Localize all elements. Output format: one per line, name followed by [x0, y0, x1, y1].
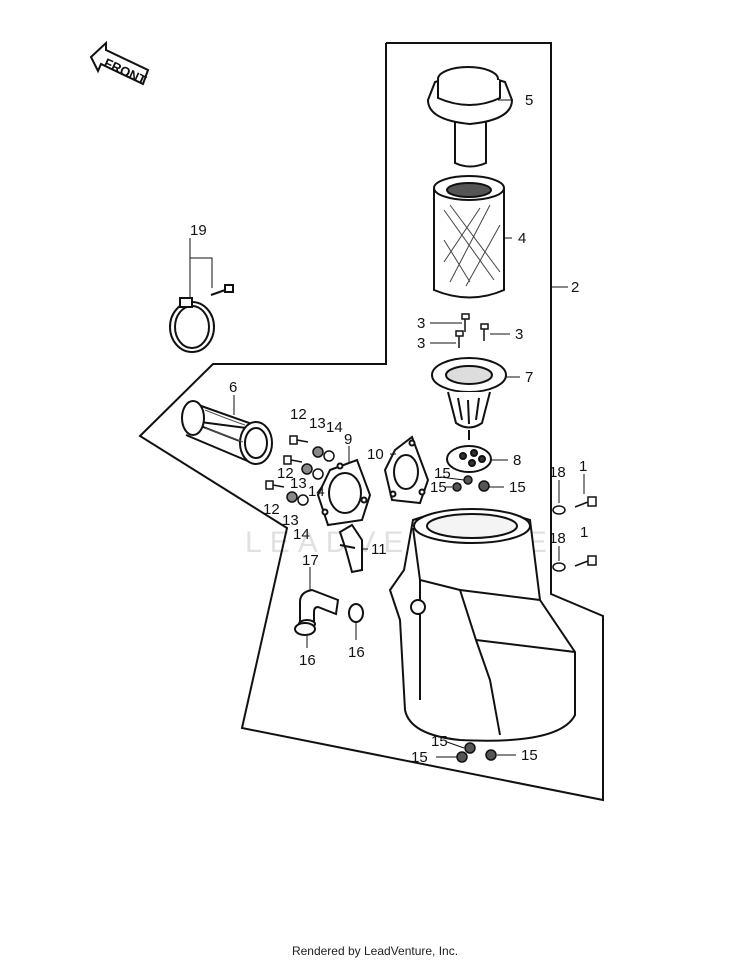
part-3-screws [455, 313, 489, 348]
air-cleaner-housing [388, 508, 576, 742]
callout-1: 1 [579, 458, 587, 475]
callout-3: 3 [515, 326, 523, 343]
callout-6: 6 [229, 379, 237, 396]
part-6-intake-duct [181, 400, 273, 465]
callout-labels: 5 4 2 3 3 3 7 8 10 9 6 15 15 15 12 13 14… [190, 92, 588, 766]
part-13-washers [286, 446, 324, 503]
part-18-washers [552, 505, 566, 572]
callout-15: 15 [509, 479, 526, 496]
callout-17: 17 [302, 552, 319, 569]
callout-15: 15 [411, 749, 428, 766]
part-1-bolts [574, 496, 597, 567]
callout-1: 1 [580, 524, 588, 541]
callout-8: 8 [513, 452, 521, 469]
part-8-plate [446, 445, 492, 473]
part-12-bolts [265, 435, 309, 490]
callout-12: 12 [263, 501, 280, 518]
callout-13: 13 [309, 415, 326, 432]
part-11-bracket [338, 523, 363, 574]
callout-4: 4 [518, 230, 526, 247]
callout-16: 16 [348, 644, 365, 661]
front-arrow-icon: FRONT [89, 40, 150, 88]
part-4-filter-element [433, 175, 505, 299]
callout-18: 18 [549, 464, 566, 481]
part-9-flange [316, 458, 372, 527]
callout-14: 14 [293, 526, 310, 543]
part-10-gasket [383, 435, 430, 505]
callout-12: 12 [290, 406, 307, 423]
part-15-nuts-lower [456, 742, 497, 763]
part-7-filter-base [431, 357, 507, 440]
callout-15: 15 [431, 733, 448, 750]
callout-9: 9 [344, 431, 352, 448]
callout-18: 18 [549, 530, 566, 547]
callout-19: 19 [190, 222, 207, 239]
assembly-boundary-line [138, 42, 604, 802]
footer-credit: Rendered by LeadVenture, Inc. [291, 944, 459, 958]
callout-10: 10 [367, 446, 384, 463]
callout-11: 11 [371, 541, 387, 558]
callout-3: 3 [417, 335, 425, 352]
callout-14: 14 [308, 483, 325, 500]
callout-7: 7 [525, 369, 533, 386]
leader-lines [189, 99, 585, 758]
callout-15: 15 [521, 747, 538, 764]
callout-2: 2 [571, 279, 579, 296]
callout-14: 14 [326, 419, 343, 436]
part-15-nuts-upper [452, 475, 490, 492]
callout-15: 15 [434, 465, 451, 482]
part-19-clamp [169, 284, 234, 353]
callout-13: 13 [282, 512, 299, 529]
part-16-clips [294, 603, 364, 636]
callout-3: 3 [417, 315, 425, 332]
part-14-washers [297, 450, 335, 506]
callout-13: 13 [290, 475, 307, 492]
callout-15: 15 [430, 479, 447, 496]
callout-5: 5 [525, 92, 533, 109]
callout-16: 16 [299, 652, 316, 669]
callout-12: 12 [277, 465, 294, 482]
part-5-cover [426, 66, 514, 168]
